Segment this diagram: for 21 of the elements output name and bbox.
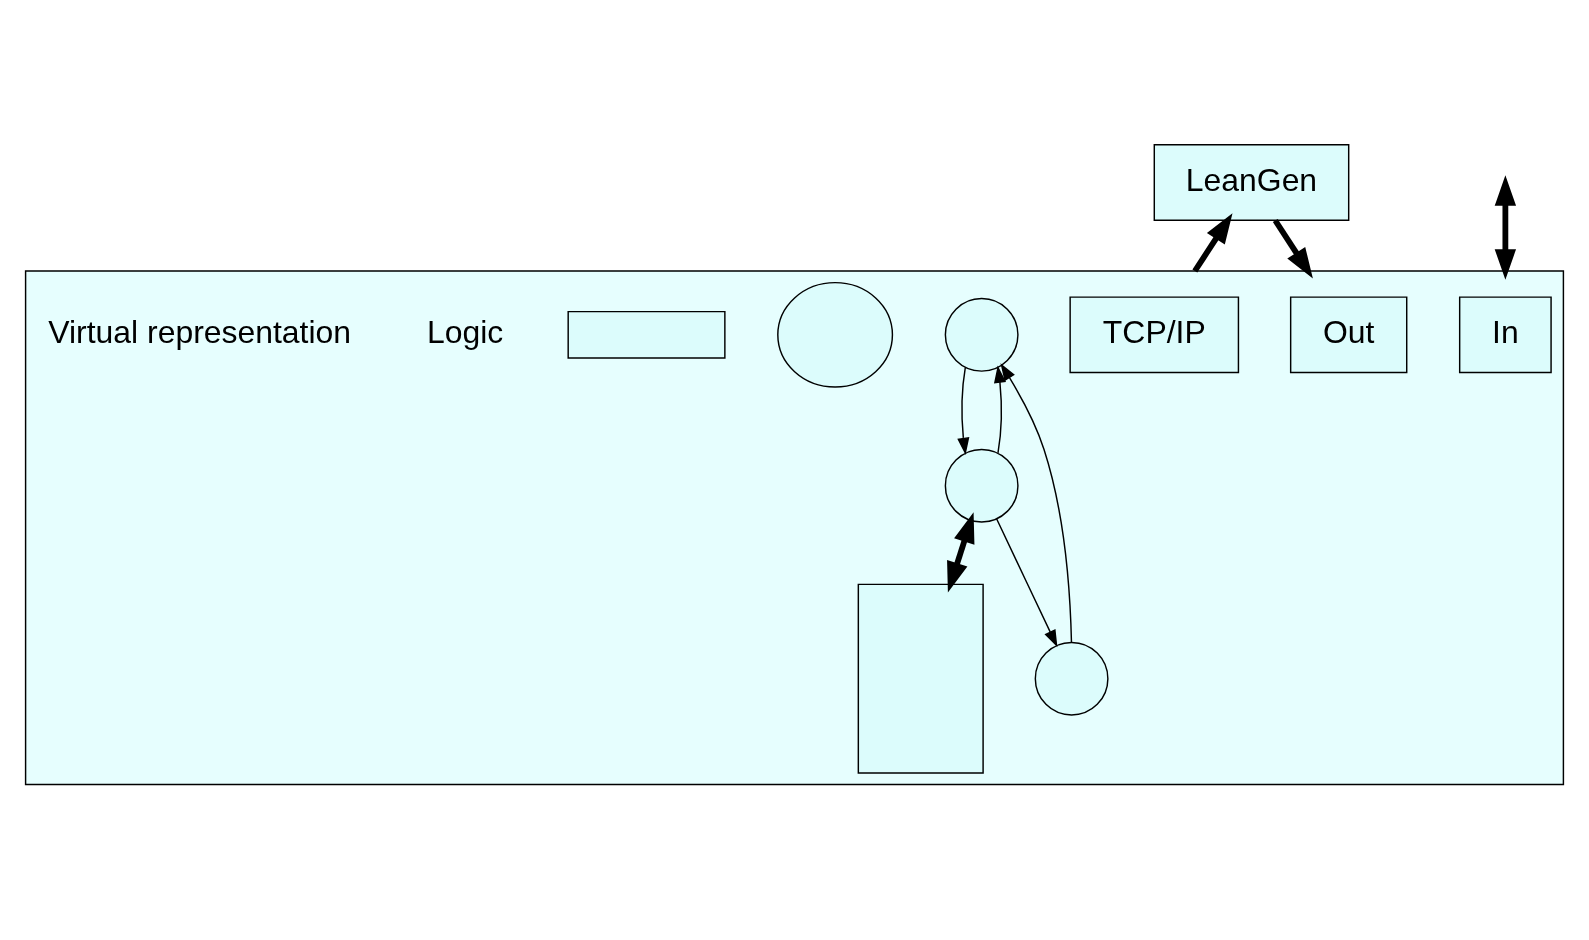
arrow — [1192, 212, 1233, 273]
node-box: LeanGen — [1153, 143, 1350, 221]
node-box: TCP/IP — [1069, 295, 1240, 373]
arrow — [996, 517, 1058, 647]
arrow — [993, 365, 1007, 454]
cluster — [24, 269, 1565, 785]
node-box: In — [1458, 295, 1552, 373]
label: Virtual representation — [48, 313, 352, 350]
node-box: Out — [1289, 295, 1408, 373]
arrow — [1494, 174, 1517, 280]
node-circle — [1034, 641, 1109, 716]
arrow — [957, 366, 970, 455]
arrow — [1272, 218, 1313, 278]
node-circle — [944, 297, 1019, 372]
label: Logic — [427, 313, 504, 350]
arrow — [947, 511, 975, 592]
node-box — [567, 310, 726, 359]
node-ellipse — [777, 281, 894, 388]
arrow — [1000, 362, 1073, 643]
node-box — [857, 583, 984, 774]
node-circle — [944, 448, 1019, 523]
